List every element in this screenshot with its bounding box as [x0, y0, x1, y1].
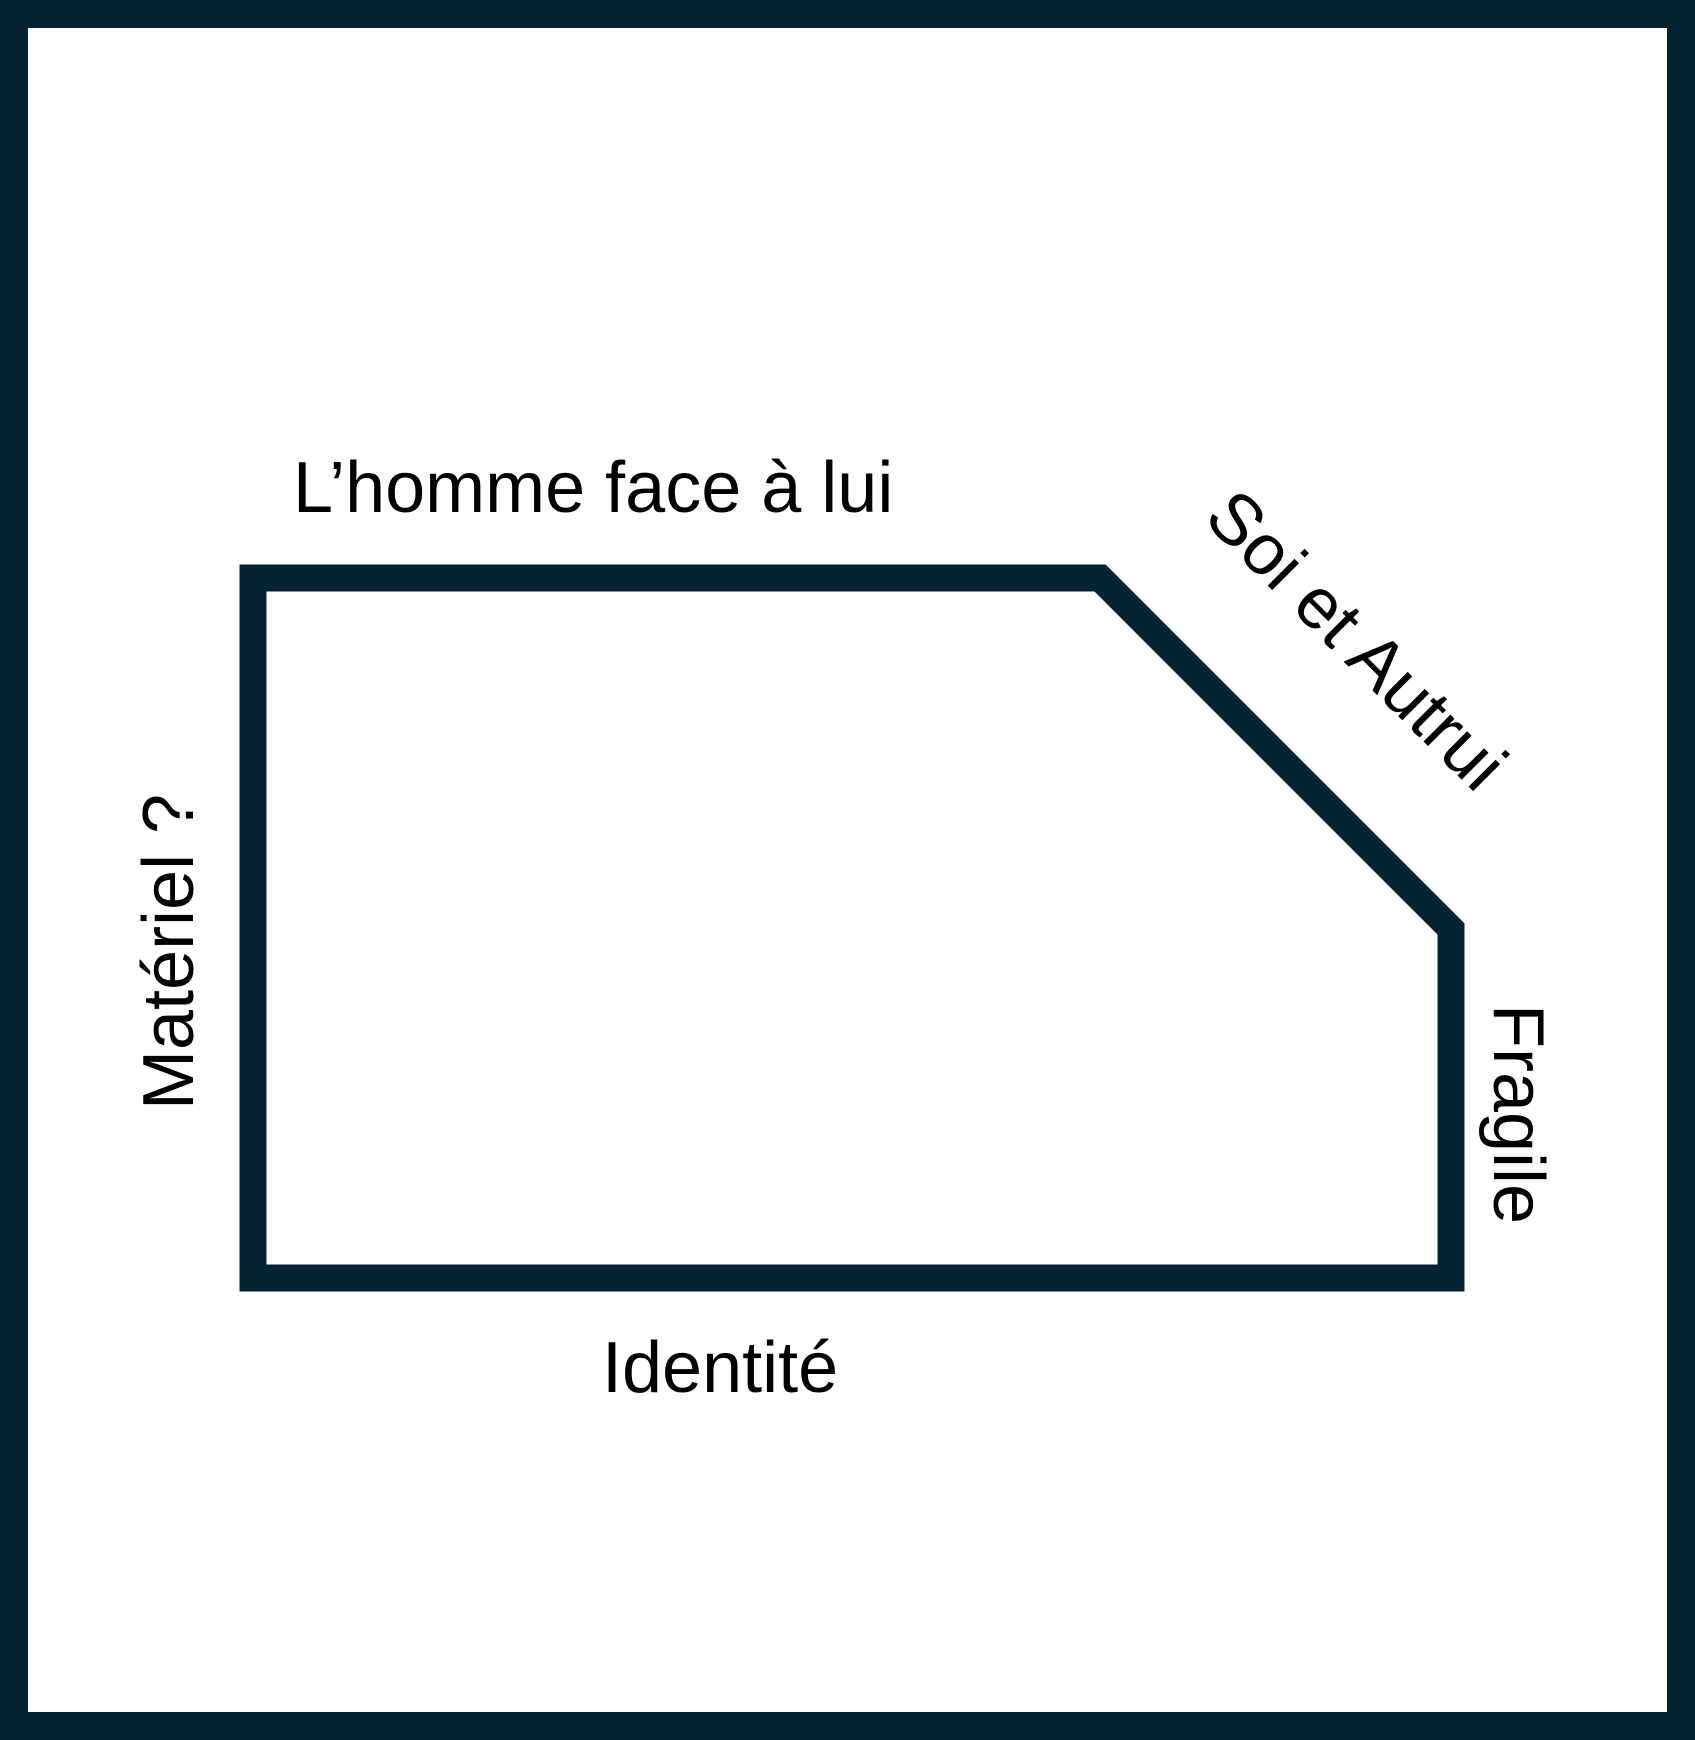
label-left: Matériel ?	[129, 794, 209, 1110]
pentagon-shape	[239, 564, 1465, 1292]
label-top: L’homme face à lui	[293, 448, 893, 528]
label-bottom: Identité	[602, 1328, 838, 1408]
label-right: Fragile	[1478, 1004, 1558, 1224]
label-diagonal: Soi et Autrui	[1191, 475, 1522, 806]
